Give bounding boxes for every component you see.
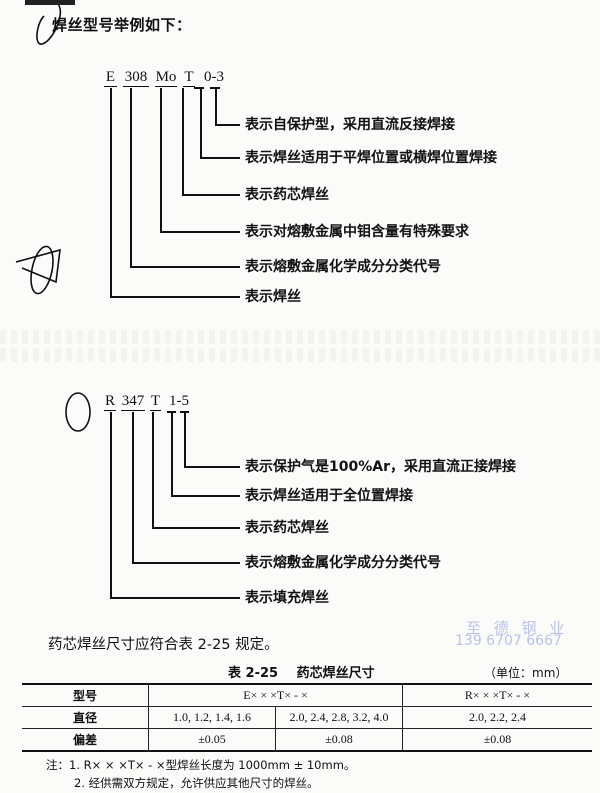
- table-cell: 2.0, 2.4, 2.8, 3.2, 4.0: [275, 706, 403, 729]
- handwritten-star-mark: [15, 245, 61, 295]
- bracket-line-T: [182, 88, 184, 195]
- description-filler-wire: 表示填充焊丝: [245, 590, 329, 606]
- leader-line: [152, 527, 240, 529]
- bracket-line-5: [184, 412, 186, 467]
- description-all-position: 表示焊丝适用于全位置焊接: [245, 488, 413, 504]
- table-row-diameter: 直径 1.0, 1.2, 1.4, 1.6 2.0, 2.4, 2.8, 3.2…: [22, 706, 592, 729]
- description-chemical-class: 表示熔敷金属化学成分分类代号: [245, 259, 441, 275]
- bracket-line-3: [215, 88, 217, 124]
- underline-0: [194, 87, 204, 89]
- underline-1: [167, 411, 176, 413]
- code-part-T: T: [183, 69, 195, 87]
- leader-line: [182, 194, 240, 196]
- code-part-T: T: [150, 393, 161, 411]
- table-cell: ±0.05: [148, 728, 276, 752]
- scan-edge-mark: [25, 0, 75, 5]
- description-self-shielded: 表示自保护型，采用直流反接焊接: [245, 117, 455, 133]
- bracket-line-R: [110, 412, 112, 598]
- leader-line: [132, 562, 240, 564]
- description-position: 表示焊丝适用于平焊位置或横焊位置焊接: [245, 150, 497, 166]
- header-e-type: E× × ×T× - ×: [148, 683, 403, 707]
- description-flux-cored: 表示药芯焊丝: [245, 520, 329, 536]
- code-part-308: 308: [123, 69, 149, 87]
- leader-line: [200, 157, 240, 159]
- underline-3: [210, 87, 220, 89]
- table-note-2: 2. 经供需双方规定，允许供应其他尺寸的焊丝。: [74, 776, 319, 790]
- bracket-line-Mo: [160, 88, 162, 232]
- handwritten-curl-mark: [36, 3, 62, 45]
- header-model: 型号: [22, 683, 149, 707]
- table-reference-paragraph: 药芯焊丝尺寸应符合表 2-25 规定。: [48, 637, 279, 653]
- bracket-line-308: [130, 88, 132, 267]
- leader-line: [110, 296, 240, 298]
- table-unit: （单位：mm）: [484, 666, 568, 680]
- handwritten-circle-mark: [65, 392, 91, 432]
- flux-cored-wire-size-table: 型号 E× × ×T× - × R× × ×T× - × 直径 1.0, 1.2…: [22, 683, 592, 752]
- watermark-company: 至 德 钢 业: [466, 619, 569, 637]
- code-part-347: 347: [121, 393, 145, 411]
- code-part-1-5: 1-5: [169, 393, 189, 409]
- row-label: 直径: [22, 706, 149, 729]
- code-part-Mo: Mo: [155, 69, 177, 87]
- table-cell: 1.0, 1.2, 1.4, 1.6: [148, 706, 276, 729]
- code-part-E: E: [104, 69, 117, 87]
- table-note-1: 注：1. R× × ×T× - ×型焊丝长度为 1000mm ± 10mm。: [46, 758, 356, 772]
- bracket-line-T: [152, 412, 154, 528]
- leader-line: [110, 597, 240, 599]
- table-caption: 表 2-25 药芯焊丝尺寸: [228, 662, 375, 681]
- leader-line: [171, 495, 240, 497]
- leader-line: [215, 124, 240, 126]
- code-part-0-3: 0-3: [204, 69, 224, 85]
- table-cell: ±0.08: [275, 728, 403, 752]
- bleed-through-text: [0, 330, 600, 344]
- leader-line: [184, 466, 240, 468]
- description-wire: 表示焊丝: [245, 289, 301, 305]
- description-chemical-class: 表示熔敷金属化学成分分类代号: [245, 555, 441, 571]
- model-code-r347t1-5: R 347 T 1-5: [104, 393, 191, 411]
- bleed-through-text: [0, 348, 600, 362]
- leader-line: [130, 266, 240, 268]
- description-flux-cored: 表示药芯焊丝: [245, 187, 329, 203]
- bracket-line-1: [171, 412, 173, 496]
- watermark-phone: 139 6707 6667: [455, 633, 562, 649]
- leader-line: [160, 231, 240, 233]
- bracket-line-E: [110, 88, 112, 297]
- underline-5: [180, 411, 189, 413]
- row-label: 偏差: [22, 728, 149, 752]
- table-number: 表 2-25: [228, 666, 279, 681]
- section-heading: 焊丝型号举例如下：: [52, 16, 192, 34]
- table-row-tolerance: 偏差 ±0.05 ±0.08 ±0.08: [22, 728, 592, 752]
- table-cell: ±0.08: [402, 728, 592, 752]
- bracket-line-0: [200, 88, 202, 158]
- description-shielding-gas: 表示保护气是100%Ar，采用直流正接焊接: [245, 459, 516, 475]
- description-molybdenum: 表示对熔敷金属中钼含量有特殊要求: [245, 224, 469, 240]
- table-header-row: 型号 E× × ×T× - × R× × ×T× - ×: [22, 683, 592, 707]
- code-part-R: R: [104, 393, 116, 411]
- table-cell: 2.0, 2.2, 2.4: [402, 706, 592, 729]
- header-r-type: R× × ×T× - ×: [402, 683, 592, 707]
- bracket-line-347: [132, 412, 134, 563]
- table-title: 药芯焊丝尺寸: [296, 666, 375, 681]
- model-code-e308mot0-3: E 308 Mo T 0-3: [104, 69, 227, 87]
